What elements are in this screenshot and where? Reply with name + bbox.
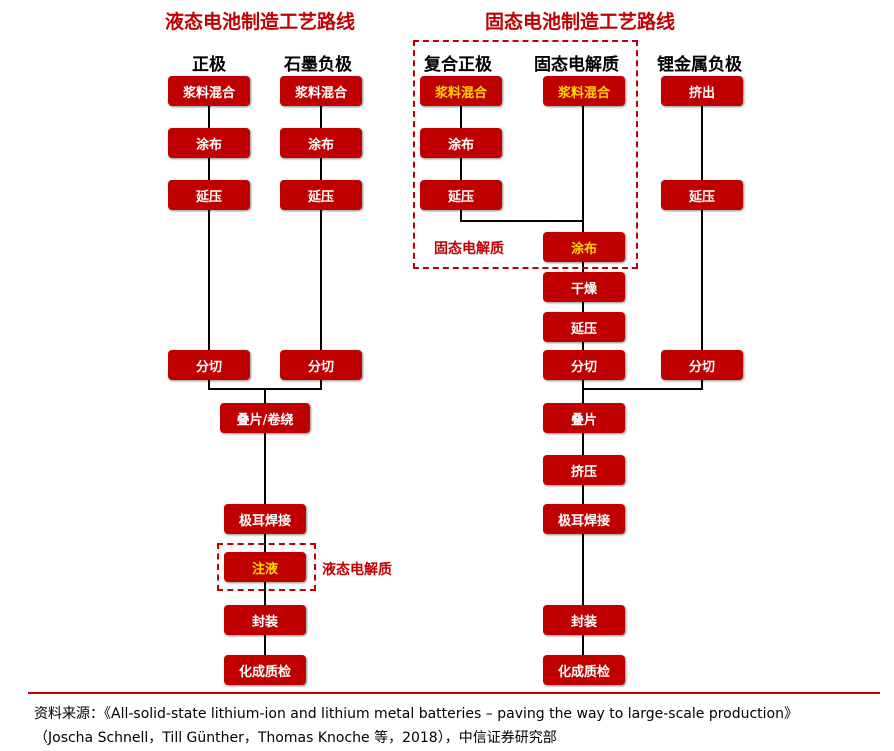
liquid-electrolyte-label: 液态电解质	[322, 562, 392, 578]
lithium-calendering-step: 延压	[661, 180, 743, 210]
composite-slurry-mixing-step: 浆料混合	[420, 76, 502, 106]
connector-line	[460, 220, 584, 222]
source-line-2: （Joscha Schnell，Till Günther，Thomas Knoc…	[34, 730, 557, 746]
connector-line	[320, 90, 322, 390]
solid-sealing-step: 封装	[543, 605, 625, 635]
cathode-slitting-step: 分切	[168, 350, 250, 380]
composite-calendering-step: 延压	[420, 180, 502, 210]
stacking-step: 叠片	[543, 403, 625, 433]
anode-slurry-mixing-step: 浆料混合	[280, 76, 362, 106]
header-solid-electrolyte: 固态电解质	[534, 55, 619, 75]
header-graphite-anode: 石墨负极	[284, 55, 352, 75]
liquid-route-title: 液态电池制造工艺路线	[165, 11, 356, 33]
solid-formation-step: 化成质检	[543, 655, 625, 685]
connector-line	[701, 90, 703, 390]
solid-slitting-step: 分切	[543, 350, 625, 380]
connector-line	[582, 388, 703, 390]
footer-divider	[28, 692, 880, 694]
lithium-slitting-step: 分切	[661, 350, 743, 380]
cathode-calendering-step: 延压	[168, 180, 250, 210]
drying-step: 干燥	[543, 272, 625, 302]
anode-slitting-step: 分切	[280, 350, 362, 380]
composite-coating-step: 涂布	[420, 128, 502, 158]
anode-coating-step: 涂布	[280, 128, 362, 158]
solid-route-title: 固态电池制造工艺路线	[485, 11, 676, 33]
cathode-slurry-mixing-step: 浆料混合	[168, 76, 250, 106]
electrolyte-slurry-mixing-step: 浆料混合	[543, 76, 625, 106]
anode-calendering-step: 延压	[280, 180, 362, 210]
stack-wind-step: 叠片/卷绕	[220, 403, 310, 433]
connector-line	[582, 90, 584, 670]
liquid-tab-welding-step: 极耳焊接	[224, 504, 306, 534]
pressing-step: 挤压	[543, 455, 625, 485]
extrusion-step: 挤出	[661, 76, 743, 106]
solid-electrolyte-group	[413, 40, 638, 269]
solid-electrolyte-label: 固态电解质	[434, 241, 504, 257]
source-line-1: 资料来源：《All-solid-state lithium-ion and li…	[34, 706, 798, 722]
solid-tab-welding-step: 极耳焊接	[543, 504, 625, 534]
electrolyte-filling-step: 注液	[224, 552, 306, 582]
liquid-sealing-step: 封装	[224, 605, 306, 635]
liquid-formation-step: 化成质检	[224, 655, 306, 685]
electrolyte-coating-step: 涂布	[543, 232, 625, 262]
connector-line	[208, 90, 210, 390]
header-cathode: 正极	[192, 55, 226, 75]
liquid-electrolyte-group	[217, 543, 316, 591]
cathode-coating-step: 涂布	[168, 128, 250, 158]
header-lithium-anode: 锂金属负极	[657, 55, 742, 75]
header-composite-cathode: 复合正极	[424, 55, 492, 75]
solid-calendering-step: 延压	[543, 312, 625, 342]
